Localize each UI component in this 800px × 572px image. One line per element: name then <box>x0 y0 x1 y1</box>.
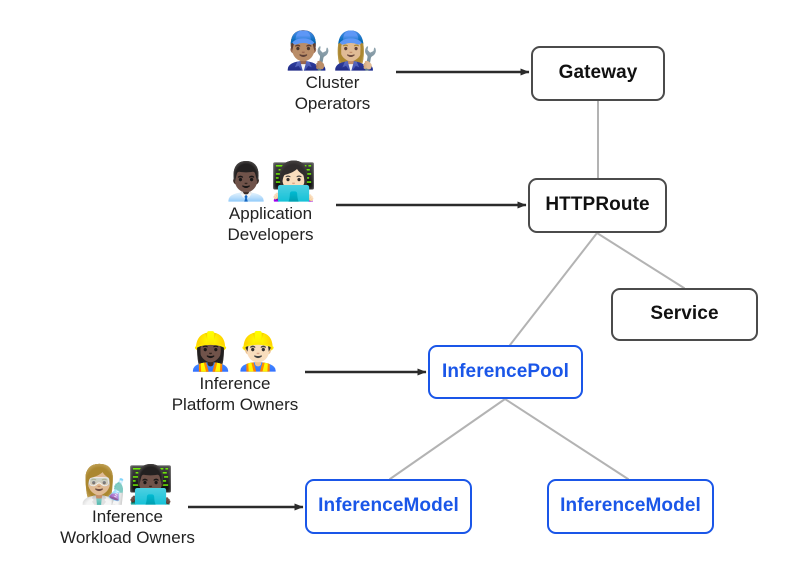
node-label-service: Service <box>650 303 719 325</box>
node-httproute[interactable]: HTTPRoute <box>528 178 667 233</box>
node-inferencemodel2[interactable]: InferenceModel <box>547 479 714 534</box>
persona-icon-inference-workload-owners: 👩🏼‍🔬👨🏿‍💻 <box>80 463 175 506</box>
node-label-httproute: HTTPRoute <box>545 194 650 216</box>
node-gateway[interactable]: Gateway <box>531 46 665 101</box>
persona-label-application-developers: Application Developers <box>227 204 314 244</box>
node-inferencemodel1[interactable]: InferenceModel <box>305 479 472 534</box>
node-inferencepool[interactable]: InferencePool <box>428 345 583 399</box>
node-label-inferencemodel1: InferenceModel <box>318 495 459 517</box>
persona-arrows <box>188 68 530 511</box>
persona-label-cluster-operators: Cluster Operators <box>294 73 371 113</box>
persona-label-inference-platform-owners: Inference Platform Owners <box>171 374 299 414</box>
persona-application-developers: 👨🏿‍💼👩🏻‍💻Application Developers <box>203 163 338 245</box>
node-service[interactable]: Service <box>611 288 758 341</box>
node-label-inferencemodel2: InferenceModel <box>560 495 701 517</box>
persona-inference-platform-owners: 👷🏿‍♀️👷🏻‍♂️Inference Platform Owners <box>155 333 315 415</box>
edge-httproute-service <box>596 232 685 289</box>
persona-label-inference-workload-owners: Inference Workload Owners <box>60 507 195 547</box>
node-label-inferencepool: InferencePool <box>442 360 569 382</box>
persona-icon-application-developers: 👨🏿‍💼👩🏻‍💻 <box>223 160 318 203</box>
persona-inference-workload-owners: 👩🏼‍🔬👨🏿‍💻Inference Workload Owners <box>40 466 215 548</box>
persona-icon-inference-platform-owners: 👷🏿‍♀️👷🏻‍♂️ <box>187 330 283 373</box>
edge-inferencepool-inferencemodel2 <box>504 398 629 480</box>
edge-inferencepool-inferencemodel1 <box>389 398 506 480</box>
persona-cluster-operators: 👨🏽‍🔧👩🏼‍🔧Cluster Operators <box>265 32 400 114</box>
node-label-gateway: Gateway <box>558 62 638 84</box>
persona-icon-cluster-operators: 👨🏽‍🔧👩🏼‍🔧 <box>285 29 380 72</box>
edge-httproute-inferencepool <box>509 232 598 346</box>
